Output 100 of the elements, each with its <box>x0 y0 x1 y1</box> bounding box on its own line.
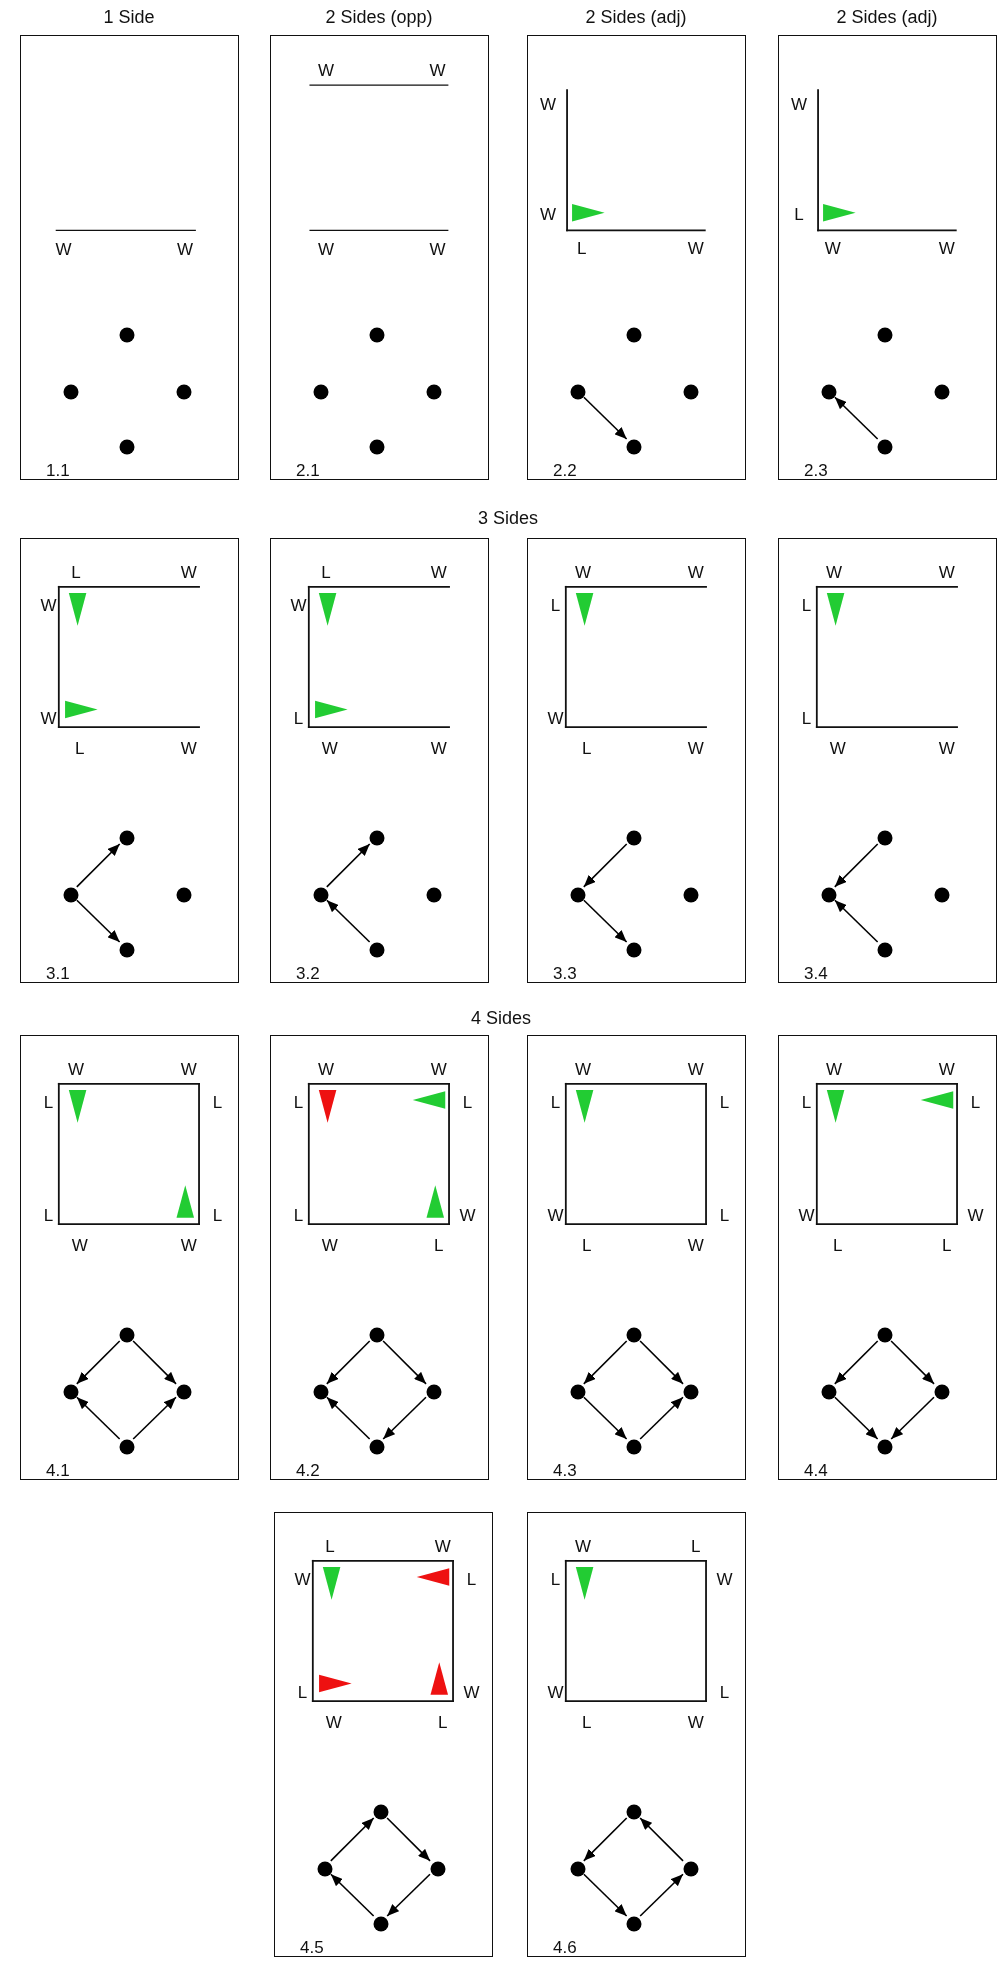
arrow <box>326 1340 371 1385</box>
panel-frame <box>20 1035 239 1480</box>
dot <box>369 1327 385 1343</box>
dot <box>369 327 385 343</box>
side-label: W <box>318 1060 335 1078</box>
side-label: W <box>687 239 704 257</box>
dot <box>877 327 893 343</box>
dot <box>317 1861 333 1877</box>
side-label: W <box>829 739 846 757</box>
dot <box>63 887 79 903</box>
dot <box>683 384 699 400</box>
side-label: L <box>43 1206 54 1224</box>
panel-frame <box>527 35 746 480</box>
dot <box>119 830 135 846</box>
dot <box>683 1384 699 1400</box>
panel-number: 4.2 <box>296 1461 320 1479</box>
arrow <box>639 1817 684 1862</box>
dot <box>119 1327 135 1343</box>
column-heading: 2 Sides (adj) <box>585 6 687 28</box>
side-label: W <box>687 1236 704 1254</box>
arrow <box>326 1396 371 1440</box>
section-heading: 4 Sides <box>471 1007 531 1029</box>
dot <box>119 439 135 455</box>
arrow <box>834 899 879 943</box>
dot <box>683 887 699 903</box>
dot <box>821 384 837 400</box>
dot <box>626 942 642 958</box>
side-label: W <box>824 239 841 257</box>
side-label: W <box>321 1236 338 1254</box>
dot <box>373 1916 389 1932</box>
side-label: W <box>55 240 72 258</box>
panel-number: 4.4 <box>804 1461 828 1479</box>
panel-number: 3.2 <box>296 964 320 982</box>
side-label: L <box>801 596 812 614</box>
dot <box>369 1439 385 1455</box>
dot <box>176 384 192 400</box>
side-label: W <box>40 596 57 614</box>
section-heading: 3 Sides <box>478 507 538 529</box>
dot <box>877 942 893 958</box>
side-label: L <box>942 1236 952 1254</box>
side-label: W <box>687 1713 704 1731</box>
dot <box>313 887 329 903</box>
arrow <box>382 1340 427 1385</box>
side-label: W <box>540 205 557 223</box>
arrow <box>132 1340 177 1385</box>
side-label: W <box>826 1060 843 1078</box>
dot <box>934 384 950 400</box>
dot <box>119 327 135 343</box>
dot <box>877 439 893 455</box>
arrow <box>890 1340 935 1385</box>
side-label: W <box>826 563 843 581</box>
dot <box>821 1384 837 1400</box>
dot <box>626 830 642 846</box>
side-label: W <box>430 1060 447 1078</box>
arrow <box>583 1873 628 1917</box>
side-label: L <box>297 1683 308 1701</box>
side-label: W <box>294 1570 311 1588</box>
side-label: W <box>938 1060 955 1078</box>
panel-frame <box>778 35 997 480</box>
side-label: W <box>575 1537 592 1555</box>
dot <box>626 327 642 343</box>
dot <box>626 1916 642 1932</box>
panel-number: 3.4 <box>804 964 828 982</box>
dot <box>626 1439 642 1455</box>
side-label: W <box>687 1060 704 1078</box>
side-label: W <box>318 61 335 79</box>
arrow <box>326 899 371 943</box>
dot <box>626 439 642 455</box>
panel-number: 4.3 <box>553 1461 577 1479</box>
side-label: W <box>429 61 446 79</box>
side-label: W <box>547 1206 564 1224</box>
dot <box>821 887 837 903</box>
panel-number: 2.1 <box>296 461 320 479</box>
panel-number: 4.5 <box>300 1938 324 1956</box>
panel-frame <box>270 1035 489 1480</box>
side-label: W <box>967 1206 984 1224</box>
dot <box>570 887 586 903</box>
dot <box>570 1861 586 1877</box>
dot <box>313 1384 329 1400</box>
side-label: W <box>177 240 193 258</box>
arrow <box>834 843 879 888</box>
side-label: W <box>687 739 704 757</box>
side-label: W <box>716 1570 733 1588</box>
dot <box>176 1384 192 1400</box>
dot <box>119 942 135 958</box>
dot <box>430 1861 446 1877</box>
dot <box>63 1384 79 1400</box>
panel-frame <box>270 35 489 480</box>
side-label: L <box>794 205 804 223</box>
arrow <box>583 1817 628 1862</box>
panel-frame <box>778 538 997 983</box>
side-label: W <box>180 1060 197 1078</box>
side-label: W <box>938 739 955 757</box>
side-label: L <box>43 1093 54 1111</box>
side-label: L <box>462 1093 473 1111</box>
dot <box>369 830 385 846</box>
panel-frame <box>274 1512 493 1957</box>
side-label: W <box>791 95 808 113</box>
dot <box>373 1804 389 1820</box>
arrow <box>76 899 121 943</box>
